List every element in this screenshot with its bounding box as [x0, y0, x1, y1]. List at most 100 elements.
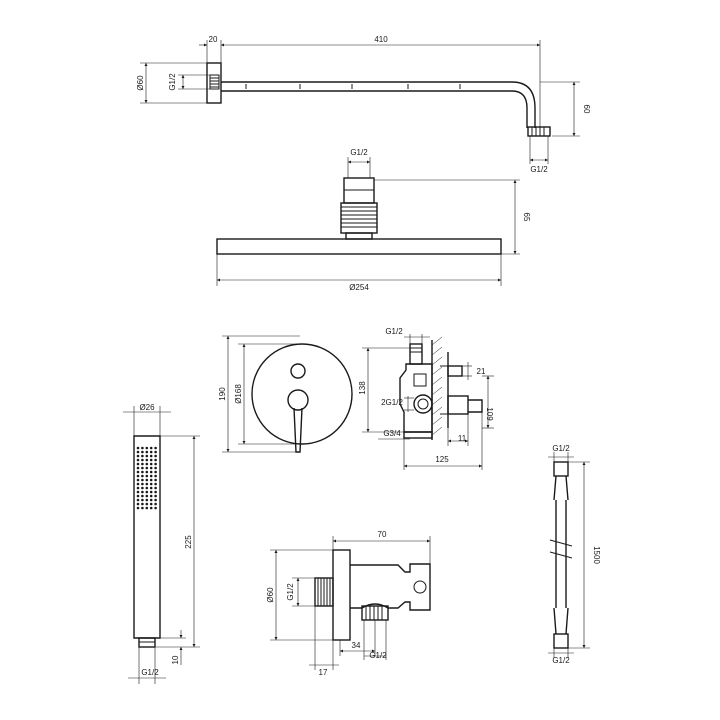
hose-drawing: G1/2 1500 G1/2 — [548, 444, 601, 665]
nozzle-dot — [149, 446, 153, 450]
mixer-cover-plate — [251, 343, 353, 445]
nozzle-dot — [145, 478, 149, 482]
nozzle-dot — [141, 458, 144, 462]
nozzle-dot — [145, 446, 149, 450]
nozzle-dot — [149, 470, 153, 474]
mixer-projection-label: 109 — [485, 407, 494, 421]
elbow-offset-label: 34 — [352, 641, 361, 650]
nozzle-dot — [149, 494, 153, 498]
nozzle-dot — [136, 498, 140, 502]
nozzle-dot — [136, 478, 140, 482]
nozzle-dot — [154, 506, 157, 510]
elbow-length-label: 70 — [378, 530, 387, 539]
nozzle-dot — [154, 446, 157, 450]
nozzle-dot — [154, 490, 157, 494]
nozzle-dot — [145, 458, 149, 462]
nozzle-dot — [154, 486, 157, 490]
nozzle-dot — [136, 454, 140, 458]
nozzle-dot — [136, 502, 140, 506]
arm-length-label: 410 — [374, 35, 388, 44]
nozzle-dot — [154, 458, 157, 462]
head-diameter-label: Ø254 — [349, 283, 369, 292]
hose-thread-top-label: G1/2 — [552, 444, 570, 453]
hose-top-nut — [553, 461, 569, 477]
nozzle-dot — [154, 474, 157, 478]
elbow-wall-plate — [332, 549, 351, 641]
arm-thread-stub — [209, 74, 220, 90]
nozzle-dot — [141, 466, 144, 470]
nozzle-dot — [141, 454, 144, 458]
nozzle-dot — [136, 450, 140, 454]
elbow-diameter-label: Ø60 — [266, 587, 275, 603]
nozzle-dot — [145, 470, 149, 474]
arm-outlet-nut — [527, 126, 551, 137]
nozzle-dot — [136, 446, 140, 450]
nozzle-dot — [149, 482, 153, 486]
elbow-body — [350, 563, 431, 611]
nozzle-dot — [145, 450, 149, 454]
shower-head-drawing: G1/2 65 Ø254 — [216, 148, 531, 292]
arm-drop-label: 60 — [582, 105, 591, 114]
nozzle-dot — [154, 466, 157, 470]
nozzle-dot — [145, 494, 149, 498]
nozzle-dot — [145, 502, 149, 506]
nozzle-dot — [154, 494, 157, 498]
nozzle-dot — [141, 502, 144, 506]
nozzle-dot — [136, 494, 140, 498]
nozzle-dot — [145, 462, 149, 466]
arm-tube-lower-edge — [221, 90, 528, 128]
nozzle-dot — [141, 494, 144, 498]
hose-bottom-nut — [553, 633, 569, 649]
hose-top-sleeve — [553, 475, 569, 501]
shower-arm-drawing: 410 20 Ø60 G1/2 60 G1/2 — [136, 35, 591, 174]
hand-shower-neck-label: 10 — [171, 655, 180, 664]
nozzle-dot — [136, 474, 140, 478]
nozzle-dot — [145, 498, 149, 502]
nozzle-dot — [149, 458, 153, 462]
nozzle-dot — [145, 454, 149, 458]
mixer-side-port — [413, 394, 433, 414]
nozzle-dot — [141, 486, 144, 490]
nozzle-dot — [154, 478, 157, 482]
nozzle-dot — [141, 506, 144, 510]
nozzle-dot — [149, 490, 153, 494]
mixer-outlet-threads-label: 2G1/2 — [381, 398, 403, 407]
nozzle-dot — [154, 482, 157, 486]
hand-shower-thread-label: G1/2 — [141, 668, 159, 677]
hand-shower-nozzle-grid — [136, 446, 157, 510]
nozzle-dot — [154, 498, 157, 502]
mixer-inlet-thread-label: G3/4 — [383, 429, 401, 438]
nozzle-dot — [149, 474, 153, 478]
mixer-handle-hub — [287, 389, 309, 411]
nozzle-dot — [154, 470, 157, 474]
nozzle-dot — [136, 466, 140, 470]
hand-shower-length-label: 225 — [184, 535, 193, 549]
hose-length-label: 1500 — [592, 546, 601, 564]
mixer-front-drawing: 190 Ø168 — [218, 335, 353, 453]
nozzle-dot — [154, 462, 157, 466]
hand-shower-body — [133, 435, 161, 639]
nozzle-dot — [149, 506, 153, 510]
nozzle-dot — [136, 482, 140, 486]
nozzle-dot — [141, 482, 144, 486]
mixer-plate-diameter-label: Ø168 — [234, 384, 243, 404]
nozzle-dot — [149, 486, 153, 490]
nozzle-dot — [145, 466, 149, 470]
nozzle-dot — [149, 478, 153, 482]
wall-elbow-drawing: 70 Ø60 G1/2 34 G1/2 17 — [266, 530, 431, 677]
nozzle-dot — [141, 446, 144, 450]
nozzle-dot — [145, 474, 149, 478]
mixer-body-height-label: 138 — [358, 381, 367, 395]
nozzle-dot — [149, 450, 153, 454]
diverter-knob — [290, 363, 306, 379]
nozzle-dot — [141, 470, 144, 474]
elbow-plate-label: 17 — [319, 668, 328, 677]
nozzle-dot — [145, 482, 149, 486]
mixer-top-outlet — [409, 343, 423, 365]
mixer-total-height-label: 190 — [218, 387, 227, 401]
arm-diameter-label: Ø60 — [136, 75, 145, 91]
hose-thread-bottom-label: G1/2 — [552, 656, 570, 665]
nozzle-dot — [149, 462, 153, 466]
hand-shower-diameter-label: Ø26 — [139, 403, 155, 412]
